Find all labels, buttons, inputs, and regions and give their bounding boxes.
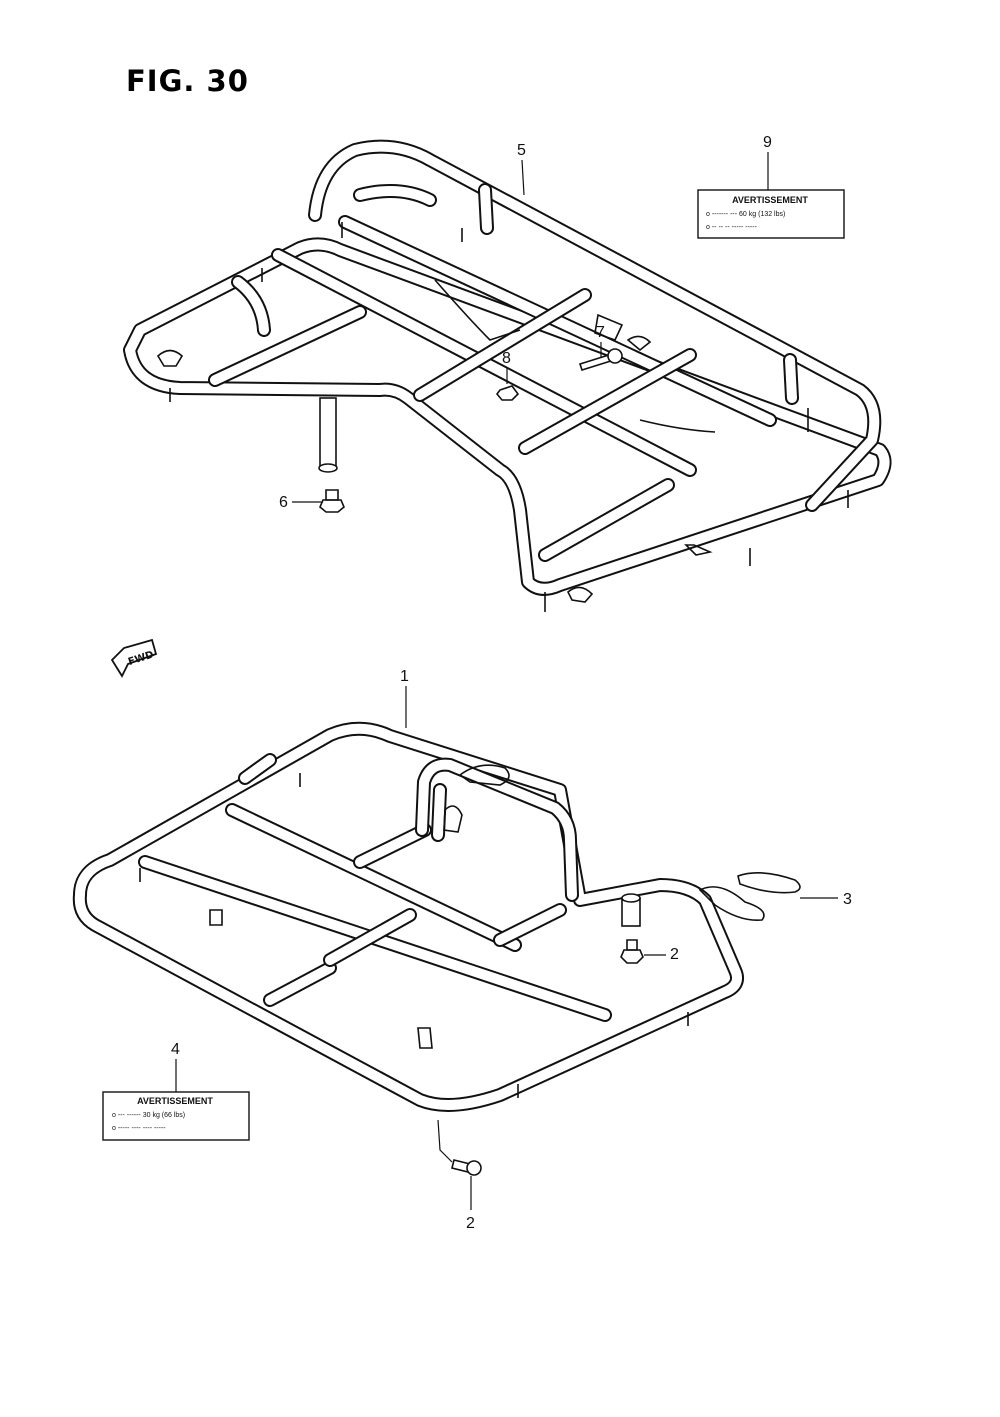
label-4-line-1: o --- ------ 30 kg (66 lbs) [112,1112,185,1119]
figure-title: FIG. 30 [126,64,249,98]
callout-9: 9 [763,134,772,151]
label-9-title: AVERTISSEMENT [732,195,808,205]
front-carrier[interactable] [72,721,801,1176]
callout-7: 7 [596,324,605,341]
label-4-title: AVERTISSEMENT [137,1096,213,1106]
fwd-arrow-icon: FWD [110,638,158,678]
rear-carrier[interactable] [123,139,892,612]
label-9-line-2: o -- -- -- ----- ----- [706,224,758,231]
callout-5: 5 [517,142,526,159]
callout-6: 6 [279,494,288,511]
callout-2b: 2 [466,1215,475,1232]
warning-label-9: AVERTISSEMENT o ------- --- 60 kg (132 l… [697,189,845,239]
label-9-line-1: o ------- --- 60 kg (132 lbs) [706,211,785,218]
callout-1: 1 [400,668,409,685]
callout-2a: 2 [670,946,679,963]
label-4-line-2: o ----- ---- ---- ----- [112,1125,166,1132]
callout-3: 3 [843,891,852,908]
callout-8: 8 [502,350,511,367]
callout-4: 4 [171,1041,180,1058]
warning-label-4: AVERTISSEMENT o --- ------ 30 kg (66 lbs… [102,1091,250,1141]
